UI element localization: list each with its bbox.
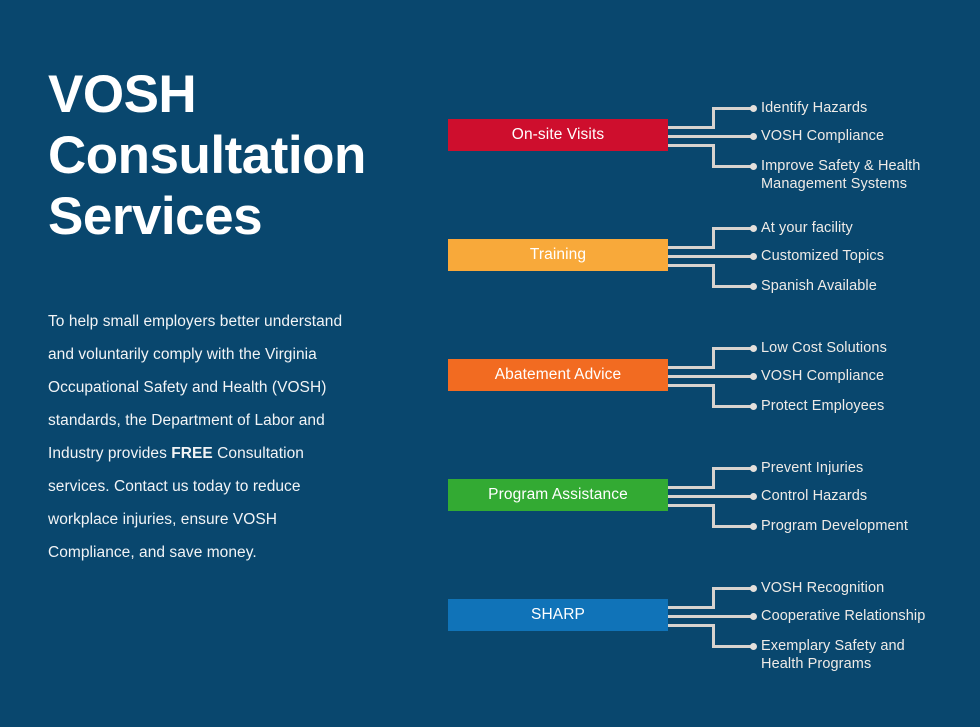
branch-label: Improve Safety & Health Management Syste… [761,158,921,192]
branch-label: VOSH Compliance [761,128,885,144]
connector-stub [668,486,712,489]
branch-label: Program Development [761,518,908,534]
intro-paragraph: To help small employers better understan… [48,305,348,569]
connector-stub [668,366,712,369]
intro-text-after-free: Consultation services. Contact us today … [48,445,304,561]
connector-lead [712,645,752,648]
connector-elbow-down [712,144,715,168]
service-bar-label: Program Assistance [488,486,628,504]
branch-dot-icon [750,373,757,380]
branch-label: At your facility [761,220,853,236]
connector-elbow-down [712,264,715,288]
branch-dot-icon [750,345,757,352]
connector-elbow-down [712,504,715,528]
branch-label: VOSH Recognition [761,580,885,596]
connector-elbow-up [712,587,715,609]
left-column: VOSH Consultation Services [48,64,418,247]
connector-lead [712,525,752,528]
connector-lead [712,405,752,408]
free-emphasis: FREE [171,445,213,462]
service-bar[interactable]: Abatement Advice [448,359,668,391]
branch-label: Prevent Injuries [761,460,864,476]
branch-label: Control Hazards [761,488,868,504]
connector-elbow-up [712,467,715,489]
connector-elbow-up [712,227,715,249]
branch-dot-icon [750,403,757,410]
branch-dot-icon [750,523,757,530]
connector-lead [712,285,752,288]
branch-dot-icon [750,465,757,472]
connector-stub [668,375,712,378]
connector-stub [668,495,712,498]
connector-lead [712,615,752,618]
branch-label: Identify Hazards [761,100,868,116]
service-bar-label: Abatement Advice [494,366,622,384]
branch-dot-icon [750,163,757,170]
branch-dot-icon [750,283,757,290]
service-bar-label: On-site Visits [511,126,605,144]
page-title: VOSH Consultation Services [48,65,366,246]
connector-stub [668,384,712,387]
connector-stub [668,255,712,258]
branch-dot-icon [750,643,757,650]
branch-connector [668,315,778,435]
service-bar[interactable]: Program Assistance [448,479,668,511]
branch-dot-icon [750,225,757,232]
branch-dot-icon [750,105,757,112]
branch-connector [668,195,778,315]
connector-lead [712,107,752,110]
connector-elbow-up [712,347,715,369]
branch-dot-icon [750,253,757,260]
branch-connector [668,75,778,195]
connector-elbow-up [712,107,715,129]
connector-lead [712,135,752,138]
connector-stub [668,135,712,138]
intro-text-before-free: To help small employers better understan… [48,313,343,462]
branch-label: Spanish Available [761,278,877,294]
connector-stub [668,606,712,609]
branch-dot-icon [750,585,757,592]
connector-lead [712,347,752,350]
branch-connector [668,555,778,675]
connector-lead [712,467,752,470]
connector-lead [712,375,752,378]
service-bar[interactable]: On-site Visits [448,119,668,151]
branch-label: VOSH Compliance [761,368,885,384]
connector-stub [668,126,712,129]
branch-label: Protect Employees [761,398,885,414]
connector-elbow-down [712,384,715,408]
service-bar-label: Training [529,246,587,264]
service-bar[interactable]: SHARP [448,599,668,631]
connector-elbow-down [712,624,715,648]
connector-lead [712,587,752,590]
branch-label: Customized Topics [761,248,885,264]
branch-dot-icon [750,613,757,620]
connector-lead [712,165,752,168]
connector-stub [668,264,712,267]
connector-stub [668,504,712,507]
connector-stub [668,246,712,249]
connector-stub [668,144,712,147]
connector-lead [712,495,752,498]
service-bar[interactable]: Training [448,239,668,271]
service-bar-label: SHARP [531,606,585,624]
branch-dot-icon [750,493,757,500]
branch-connector [668,435,778,555]
connector-lead [712,227,752,230]
connector-lead [712,255,752,258]
branch-label: Low Cost Solutions [761,340,887,356]
branch-label: Exemplary Safety and Health Programs [761,638,905,672]
connector-stub [668,615,712,618]
branch-dot-icon [750,133,757,140]
branch-label: Cooperative Relationship [761,608,926,624]
connector-stub [668,624,712,627]
